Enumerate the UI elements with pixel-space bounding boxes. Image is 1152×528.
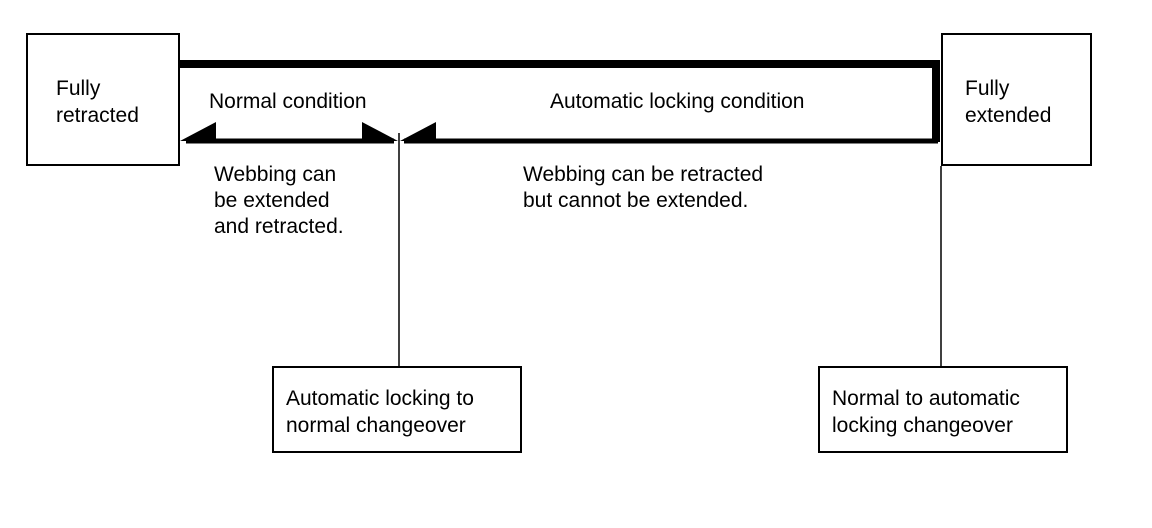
normal-description-line-2: be extended [214, 189, 330, 212]
normal-description-line-3: and retracted. [214, 215, 344, 238]
travel-path-outline [180, 60, 940, 142]
normal-right-arrowhead-icon [362, 122, 398, 141]
fully-extended-line-1: Fully [965, 77, 1010, 100]
auto-to-normal-line-2: normal changeover [286, 414, 466, 437]
auto-description-line-1: Webbing can be retracted [523, 163, 764, 186]
fully-extended-line-2: extended [965, 104, 1052, 127]
fully-retracted-line-2: retracted [56, 104, 139, 127]
auto-locking-arrowhead-icon [400, 122, 436, 141]
normal-description-line-1: Webbing can [214, 163, 337, 186]
normal-condition-label: Normal condition [209, 90, 367, 113]
auto-locking-condition-label: Automatic locking condition [550, 90, 805, 113]
auto-locking-description: Webbing can be retracted but cannot be e… [523, 162, 763, 214]
auto-description-line-2: but cannot be extended. [523, 189, 749, 212]
normal-to-auto-line-2: locking changeover [832, 414, 1013, 437]
fully-retracted-line-1: Fully [56, 77, 101, 100]
normal-condition-description: Webbing can be extended and retracted. [214, 162, 344, 240]
fully-retracted-box: Fully retracted [26, 33, 180, 166]
auto-to-normal-line-1: Automatic locking to [286, 387, 474, 410]
normal-to-auto-line-1: Normal to automatic [832, 387, 1020, 410]
normal-left-arrowhead-icon [180, 122, 216, 141]
fully-extended-box: Fully extended [941, 33, 1092, 166]
auto-to-normal-changeover-box: Automatic locking to normal changeover [272, 366, 522, 453]
normal-to-auto-changeover-box: Normal to automatic locking changeover [818, 366, 1068, 453]
